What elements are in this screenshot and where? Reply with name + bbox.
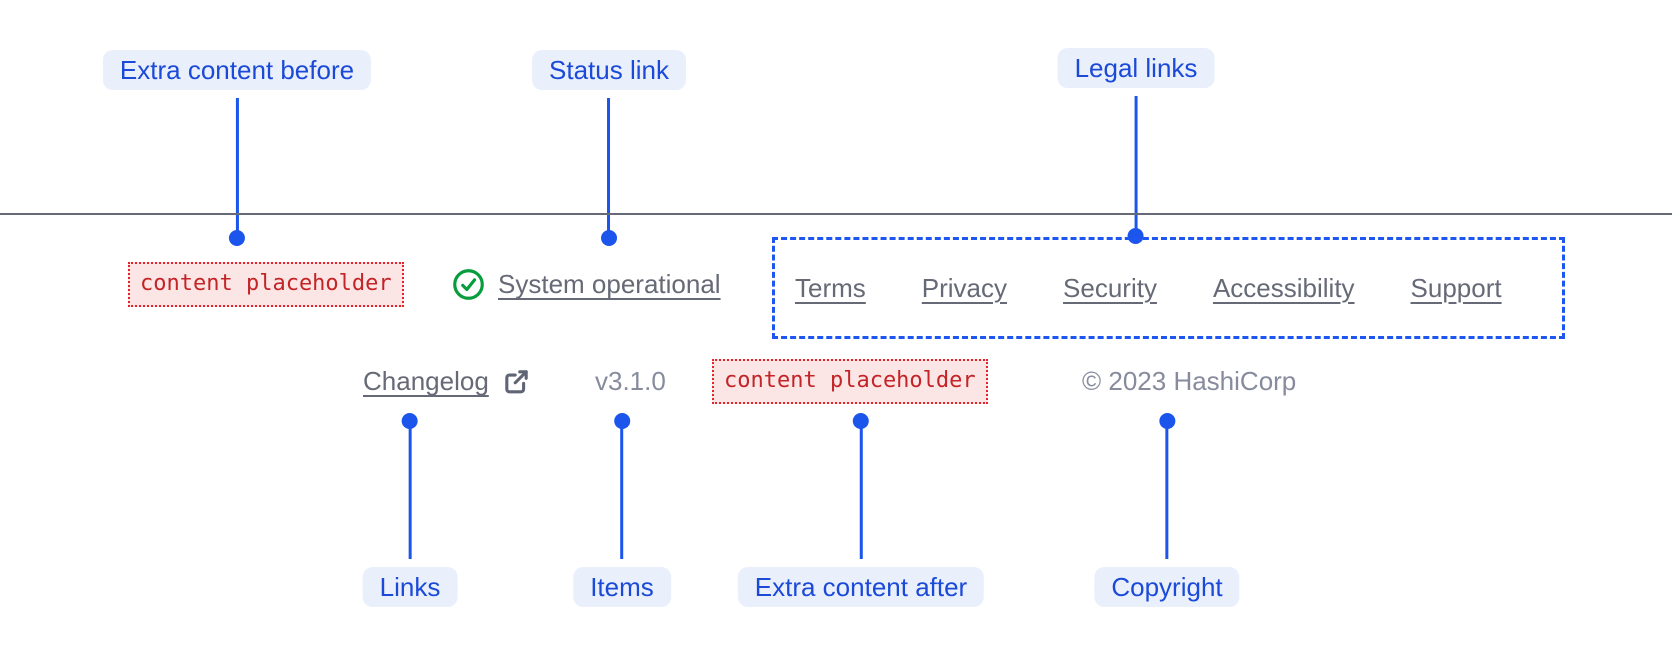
- connector-line: [235, 98, 239, 231]
- external-link-icon: [501, 366, 532, 397]
- callout-label: Links: [362, 567, 458, 607]
- extra-content-before-placeholder: content placeholder: [128, 262, 404, 307]
- connector-line: [1134, 96, 1138, 229]
- connector-line: [408, 428, 412, 559]
- callout-items: Items: [573, 413, 671, 607]
- legal-link-security[interactable]: Security: [1063, 272, 1157, 303]
- legal-link-terms[interactable]: Terms: [795, 272, 866, 303]
- callout-label: Items: [573, 567, 671, 607]
- connector-line: [1165, 428, 1169, 559]
- connector-line: [620, 428, 624, 559]
- callout-links: Links: [362, 413, 458, 607]
- connector-line: [859, 428, 863, 559]
- connector-dot: [600, 230, 617, 246]
- connector-dot: [228, 230, 245, 246]
- connector-dot: [401, 413, 418, 429]
- callout-extra-content-before: Extra content before: [102, 50, 372, 246]
- changelog-link-label: Changelog: [363, 366, 489, 396]
- callout-status-link: Status link: [532, 50, 686, 246]
- status-link-label: System operational: [498, 269, 721, 299]
- legal-link-support[interactable]: Support: [1410, 272, 1502, 303]
- callout-label: Copyright: [1094, 567, 1240, 607]
- version-text: v3.1.0: [595, 366, 666, 396]
- callout-label: Extra content before: [102, 50, 372, 90]
- connector-dot: [613, 413, 630, 429]
- connector-dot: [1127, 228, 1144, 244]
- check-circle-icon: [452, 268, 485, 301]
- status-link[interactable]: System operational: [452, 262, 721, 307]
- legal-link-privacy[interactable]: Privacy: [921, 272, 1008, 303]
- callout-label: Status link: [532, 50, 686, 90]
- legal-link-accessibility[interactable]: Accessibility: [1212, 272, 1355, 303]
- connector-dot: [1159, 413, 1175, 429]
- callout-label: Extra content after: [737, 567, 985, 607]
- copyright-text: © 2023 HashiCorp: [1082, 366, 1297, 396]
- legal-links-region: Terms Privacy Security Accessibility Sup…: [772, 237, 1565, 339]
- extra-content-after-placeholder: content placeholder: [712, 359, 988, 404]
- callout-legal-links: Legal links: [1057, 48, 1215, 244]
- connector-line: [607, 98, 611, 231]
- footer-divider: [0, 213, 1672, 215]
- callout-label: Legal links: [1057, 48, 1215, 88]
- changelog-link[interactable]: Changelog: [363, 359, 532, 404]
- callout-extra-content-after: Extra content after: [737, 413, 985, 607]
- callout-copyright: Copyright: [1094, 413, 1240, 607]
- connector-dot: [852, 413, 869, 429]
